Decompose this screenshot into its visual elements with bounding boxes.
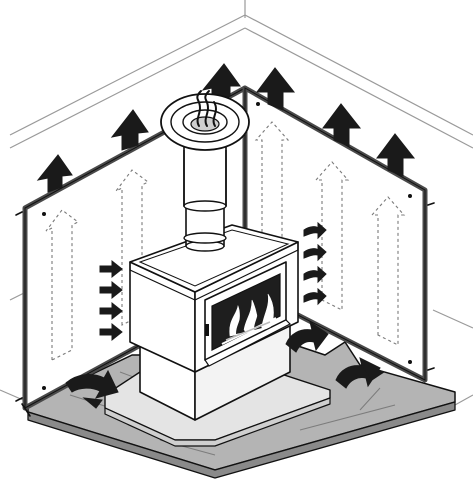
- heat-rising-arrow: [201, 63, 241, 103]
- convection-channel-arrow: [254, 121, 290, 279]
- stove-door-window: [211, 273, 281, 351]
- intake-air-arrow: [303, 265, 327, 284]
- heat-rising-arrow: [322, 103, 362, 147]
- heat-rising-arrow: [376, 133, 416, 177]
- intake-air-arrow: [99, 322, 123, 342]
- heat-rising-arrow: [36, 154, 73, 193]
- intake-air-arrow: [99, 259, 123, 279]
- right-intake-arrows: [303, 221, 327, 306]
- cold-air-curved-arrow: [82, 397, 103, 409]
- cold-air-curved-arrow: [65, 369, 119, 399]
- convection-channel-arrow: [370, 196, 406, 346]
- intake-air-arrow: [99, 280, 123, 300]
- smoke-icon: [196, 90, 217, 127]
- cold-air-curved-arrow: [285, 320, 329, 353]
- wood-stove: [129, 224, 299, 421]
- hearth-pad-edge: [27, 401, 456, 479]
- cold-air-arrows: [65, 320, 386, 409]
- intake-air-arrow: [99, 301, 123, 321]
- convection-channel-arrow: [115, 169, 150, 326]
- intake-air-arrow: [303, 243, 327, 262]
- flue-pipe: [160, 90, 250, 252]
- room-corner: [0, 0, 473, 406]
- convection-channel-arrow: [314, 161, 350, 311]
- fire-flame-icon: [221, 293, 277, 345]
- intake-air-arrow: [303, 221, 327, 240]
- intake-air-arrow: [303, 287, 327, 306]
- convection-channel-arrow: [45, 209, 80, 361]
- heat-rising-arrow: [110, 109, 149, 151]
- left-intake-arrows: [99, 259, 123, 342]
- heat-rising-arrow: [256, 67, 296, 111]
- cold-air-curved-arrow: [360, 365, 386, 381]
